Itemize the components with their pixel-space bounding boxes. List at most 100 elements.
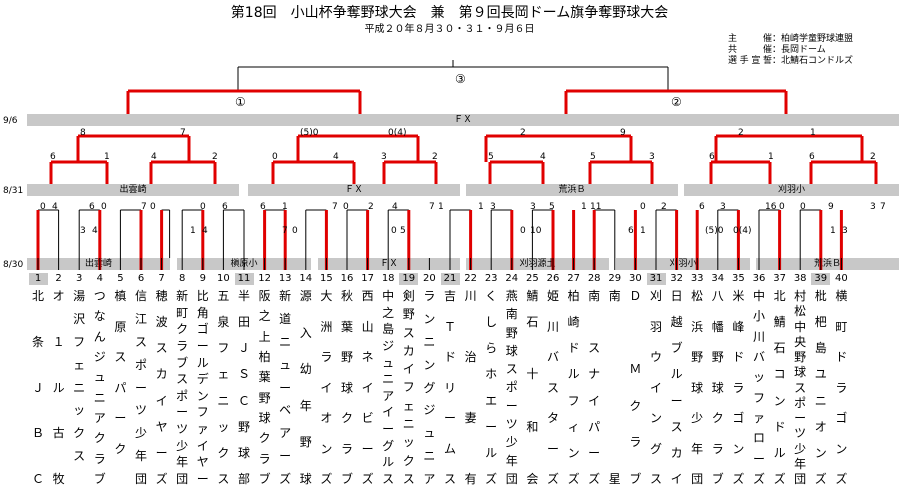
team-name: 阪之上柏葉野球クラブ (255, 290, 274, 486)
team-name-char: ル (485, 445, 498, 460)
team-name-char: タ (546, 411, 559, 425)
score-label: 7 (429, 202, 435, 212)
team-name-char: ツ (505, 417, 518, 432)
team-number: 38 (793, 273, 807, 284)
team-name-char: ン (320, 441, 333, 456)
team-name-char: ポ (794, 395, 807, 410)
score-label: 7 (282, 226, 288, 236)
team-name-char: ズ (485, 471, 498, 486)
team-name-char: 石 (526, 315, 539, 330)
team-name-char: 団 (794, 472, 807, 486)
team-name-char: 幼 (299, 362, 312, 377)
team-name-char (448, 305, 452, 318)
organizer-key: 共催 (728, 45, 772, 55)
team-name-char: ル (773, 445, 786, 460)
date-label: 9/6 (3, 116, 18, 126)
team-name-char: ズ (546, 472, 559, 486)
team-name-char: Ｃ (237, 393, 250, 408)
team-name-char: ィ (567, 419, 580, 434)
team-name-char: ジ (382, 338, 395, 353)
team-name-char (613, 436, 617, 449)
score-label: 0 (640, 202, 646, 212)
team-name-char: 野 (711, 350, 724, 364)
team-number: 12 (258, 273, 271, 284)
score-label: 1 (581, 202, 587, 212)
team-name-char: グ (423, 380, 436, 395)
team-name-char: デ (196, 372, 209, 387)
team-name-char: 姫 (546, 289, 559, 303)
team-name-char: ポ (134, 357, 147, 372)
team-number: 20 (423, 273, 436, 284)
score-label: 9 (620, 128, 626, 138)
score-label: 0 (779, 202, 785, 212)
score-label: 0(4) (388, 128, 407, 138)
team-name-char: 槙 (114, 289, 127, 303)
team-name: 西山ネイビーズ (358, 290, 377, 486)
team-number: 40 (835, 273, 848, 284)
team-name-char: ン (567, 445, 580, 460)
team-name-char: ス (217, 471, 230, 486)
score-label: 0(4) (733, 226, 752, 236)
team-name-char: 少 (691, 411, 704, 425)
team-name-char: ズ (588, 471, 601, 486)
team-name-char: ン (732, 441, 745, 456)
team-name-char: ア (93, 410, 106, 425)
team-name-char: 年 (134, 449, 147, 464)
team-name-char: ニ (279, 334, 292, 349)
tournament-title: 第18回 小山杯争奪野球大会 兼 第９回長岡ドーム旗争奪野球大会 (230, 5, 669, 21)
team-name-char: 星 (608, 471, 621, 486)
team-name-char: ラ (340, 441, 353, 456)
score-label: 0 (520, 226, 526, 236)
team-name: 米峰ドラゴンズ (729, 290, 748, 486)
team-number: 13 (278, 273, 292, 284)
score-label: 3 (842, 226, 848, 236)
team-name-char: つ (93, 289, 106, 303)
score-label: 1 (810, 128, 816, 138)
team-name-char: ズ (155, 471, 168, 486)
team-name-char: フ (73, 334, 86, 349)
team-name: 比角ゴールデンファイヤー (193, 290, 212, 486)
team-name-char: ブ (93, 471, 106, 486)
team-name-char: 新 (279, 289, 292, 303)
team-name: 中之島ジュニアイーグルス (379, 290, 398, 486)
score-label: 16 (765, 202, 777, 212)
team-name-char: ー (752, 451, 765, 466)
team-name-char: Ｊ (31, 380, 44, 395)
team-name-char (304, 345, 308, 358)
team-number: 11 (234, 273, 254, 285)
team-name-char: ク (93, 431, 106, 446)
team-name-char: ズ (320, 472, 333, 486)
team-name-char: ッ (73, 403, 86, 418)
team-number: 31 (646, 273, 666, 285)
team-name-char: ブ (340, 472, 353, 486)
team-name-char: ブ (670, 341, 683, 356)
team-name: 源 入 幼 年 野 球 (296, 290, 315, 486)
team-name-char: 之 (382, 305, 395, 320)
team-name-char: 少 (794, 441, 807, 456)
team-name-char: ラ (629, 435, 642, 450)
team-name-char (469, 382, 473, 395)
team-name-char: 川 (752, 329, 765, 344)
venue-bar-830: 刈羽小 (616, 258, 750, 270)
team-name-char: フ (402, 380, 415, 395)
team-name-char: 南 (505, 307, 518, 322)
team-name-char: ニ (814, 393, 827, 408)
team-name-char: 小 (752, 309, 765, 324)
date-label: 8/31 (3, 186, 24, 196)
team-name-char: 鯖 (526, 289, 539, 303)
score-label: 0 (40, 202, 46, 212)
team-name-char: 有 (464, 472, 477, 486)
team-name: 槙原スパーク (111, 290, 130, 486)
team-name-char: ツ (176, 422, 189, 436)
team-name-char: 年 (299, 398, 312, 413)
team-name-char: 町 (176, 305, 189, 320)
team-name-char: 吉 (443, 289, 456, 303)
team-name-char: ド (567, 341, 580, 356)
team-name: 日越ブルースカイ (667, 290, 686, 486)
team-name-char: 野 (794, 350, 807, 364)
team-name-char: 条 (31, 334, 44, 349)
team-name-char: ム (443, 441, 456, 456)
team-name-char: 球 (258, 410, 271, 425)
team-name-char: 秋 (340, 289, 353, 303)
score-label: 7 (180, 128, 186, 138)
